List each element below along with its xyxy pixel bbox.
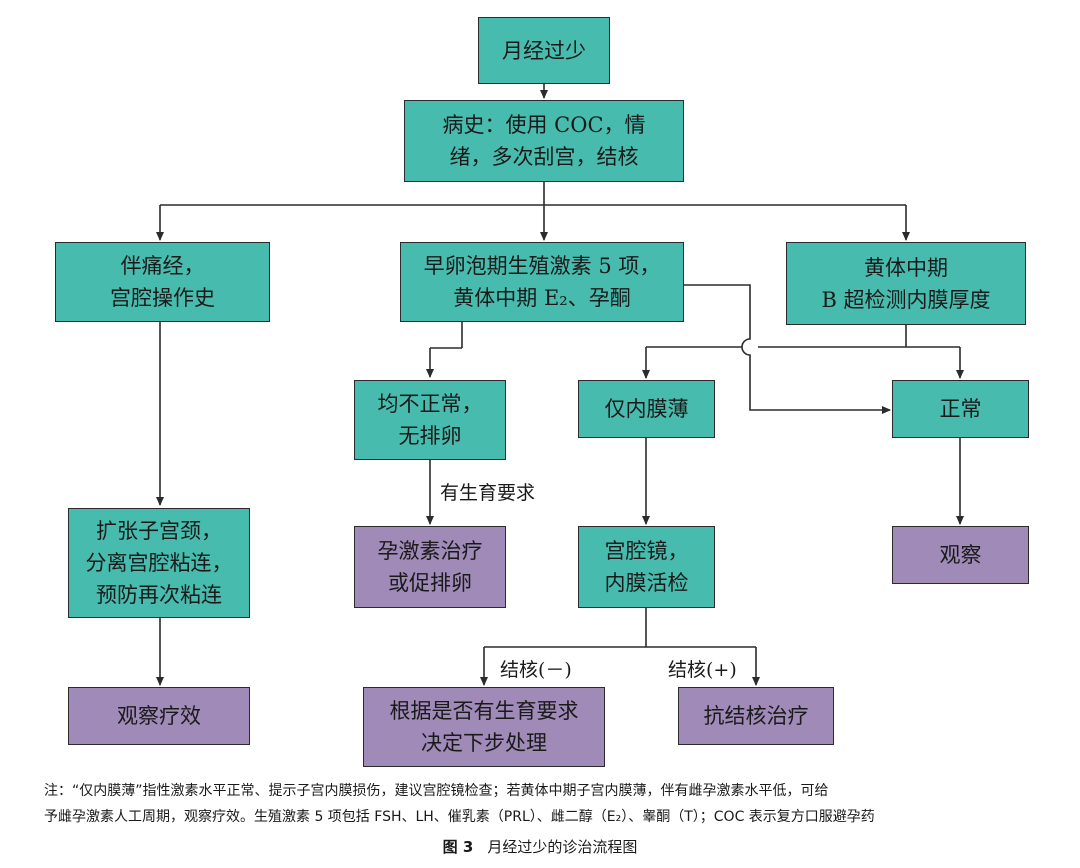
node-observe: 观察 — [892, 526, 1029, 584]
figure-number: 图 3 — [442, 838, 474, 856]
footnote-line-2: 予雌孕激素人工周期，观察疗效。生殖激素 5 项包括 FSH、LH、催乳素（PRL… — [44, 809, 875, 825]
node-thin-endometrium: 仅内膜薄 — [578, 380, 715, 438]
node-ultrasound: 黄体中期 B 超检测内膜厚度 — [786, 242, 1026, 325]
figure-caption: 图 3 月经过少的诊治流程图 — [0, 836, 1080, 857]
node-anti-tb: 抗结核治疗 — [678, 687, 834, 745]
node-history: 病史：使用 COC，情 绪，多次刮宫，结核 — [404, 100, 684, 182]
node-dysmenorrhea: 伴痛经， 宫腔操作史 — [55, 242, 270, 322]
node-hysteroscopy: 宫腔镜， 内膜活检 — [578, 526, 715, 608]
edge-label-tb-positive: 结核(+) — [668, 659, 737, 681]
node-dilation: 扩张子宫颈， 分离宫腔粘连， 预防再次粘连 — [68, 508, 250, 618]
node-observe-effect: 观察疗效 — [68, 687, 250, 745]
node-normal: 正常 — [892, 380, 1029, 438]
edge-label-fertility: 有生育要求 — [440, 482, 536, 504]
edge-label-tb-negative: 结核(－) — [500, 659, 572, 681]
footnote-line-1: 注：“仅内膜薄”指性激素水平正常、提示子宫内膜损伤，建议宫腔镜检查；若黄体中期子… — [44, 783, 829, 799]
edge-hormone-normal — [684, 284, 891, 414]
node-hormone-test: 早卵泡期生殖激素 5 项， 黄体中期 E₂、孕酮 — [400, 242, 684, 322]
node-decide: 根据是否有生育要求 决定下步处理 — [363, 687, 605, 767]
figure-title: 月经过少的诊治流程图 — [487, 838, 638, 856]
node-progestin: 孕激素治疗 或促排卵 — [354, 526, 506, 608]
node-abnormal: 均不正常， 无排卵 — [354, 380, 506, 460]
node-start: 月经过少 — [478, 17, 610, 84]
